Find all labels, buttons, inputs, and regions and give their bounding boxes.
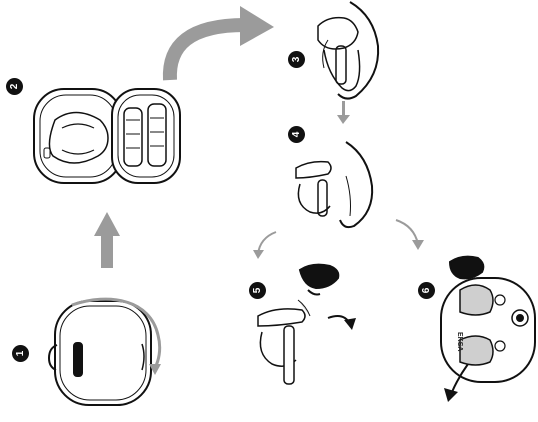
- earbuds-in-lid-illustration: [317, 1, 380, 100]
- arrow-to-step5: [253, 231, 277, 259]
- closed-case-illustration: [47, 300, 152, 406]
- step-badge-6: 6: [418, 282, 435, 299]
- step-badge-4: 4: [288, 126, 305, 143]
- open-lid-arrow: [71, 297, 162, 375]
- hand-remove-earbud-illustration: [257, 263, 340, 385]
- earbud-lifted-illustration: [295, 141, 374, 229]
- remove-arrow-step5: [327, 315, 356, 330]
- step-badge-3: 3: [288, 51, 305, 68]
- arrow-to-step6: [395, 219, 424, 250]
- step-badge-5: 5: [249, 282, 266, 299]
- brand-logo-text: EKSA: [456, 332, 463, 351]
- open-case-illustration: [33, 88, 181, 184]
- remove-arrow-step6: [444, 363, 469, 402]
- up-arrow: [94, 212, 120, 268]
- step-badge-1: 1: [12, 345, 29, 362]
- step-badge-2: 2: [6, 78, 23, 95]
- down-arrow-small: [337, 101, 350, 124]
- earbud-closeup-illustration: [440, 255, 536, 383]
- curved-arrow-to-step3: [162, 6, 274, 81]
